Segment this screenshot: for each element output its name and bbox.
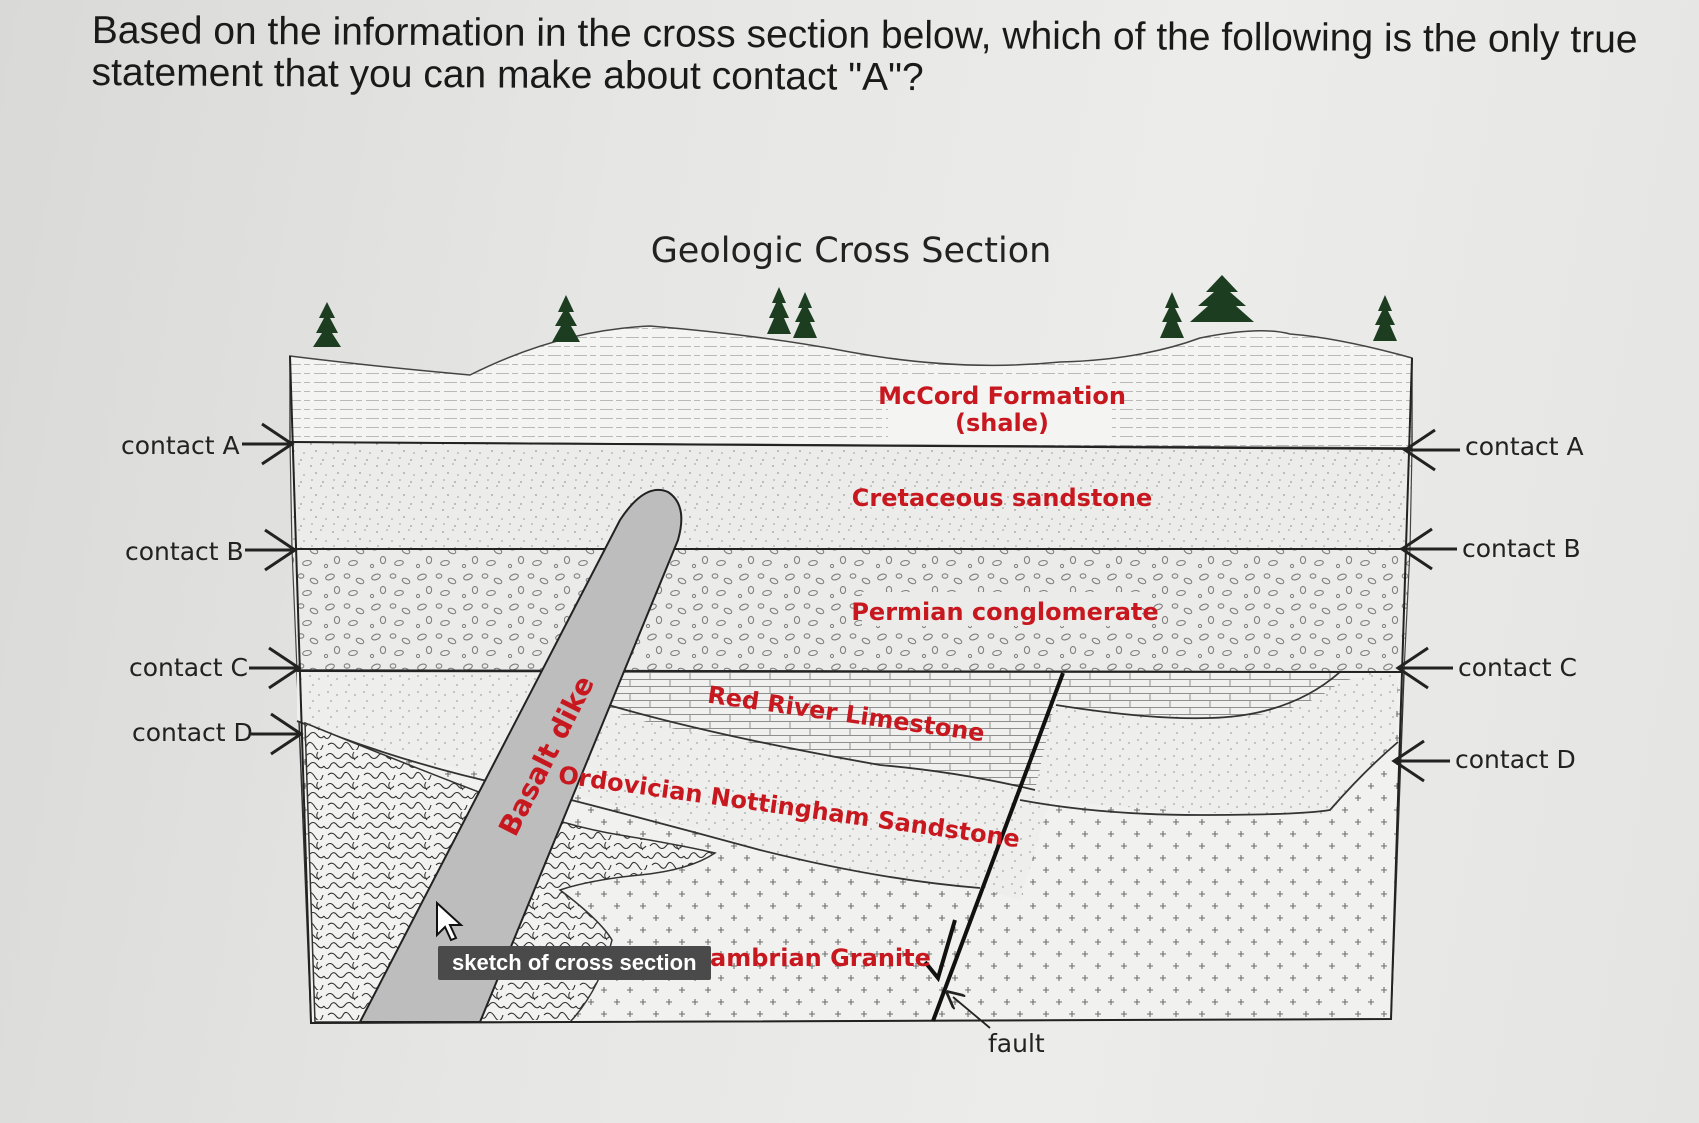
diagram-title: Geologic Cross Section bbox=[651, 231, 1052, 271]
contact-a-right-label: contact A bbox=[1465, 432, 1584, 461]
contact-c-left-label: contact C bbox=[129, 653, 248, 682]
contact-c-right-label: contact C bbox=[1458, 653, 1577, 682]
contact-a-left-label: contact A bbox=[121, 431, 240, 460]
contact-d-right-label: contact D bbox=[1455, 745, 1576, 774]
contacts-left: contact A contact B contact C contact D bbox=[121, 422, 304, 756]
label-granite: ambrian Granite bbox=[710, 944, 931, 972]
basalt-dike bbox=[358, 488, 683, 1023]
fault-motion-arrow bbox=[923, 919, 957, 983]
fault-label: fault bbox=[988, 1029, 1045, 1058]
trees bbox=[313, 275, 1397, 347]
label-mccord-formation: McCord Formation bbox=[878, 382, 1126, 410]
contact-b-left-label: contact B bbox=[125, 537, 244, 566]
contacts-right: contact A contact B contact C contact D bbox=[1391, 428, 1584, 783]
contact-b-right-label: contact B bbox=[1462, 534, 1581, 563]
label-permian-conglomerate: Permian conglomerate bbox=[851, 598, 1158, 626]
contact-d-left-label: contact D bbox=[132, 718, 253, 747]
fault-line bbox=[931, 672, 1065, 1022]
tooltip: sketch of cross section bbox=[438, 946, 711, 980]
label-cretaceous-sandstone: Cretaceous sandstone bbox=[852, 484, 1152, 512]
label-shale: (shale) bbox=[955, 409, 1049, 437]
mouse-cursor-icon bbox=[436, 900, 464, 942]
